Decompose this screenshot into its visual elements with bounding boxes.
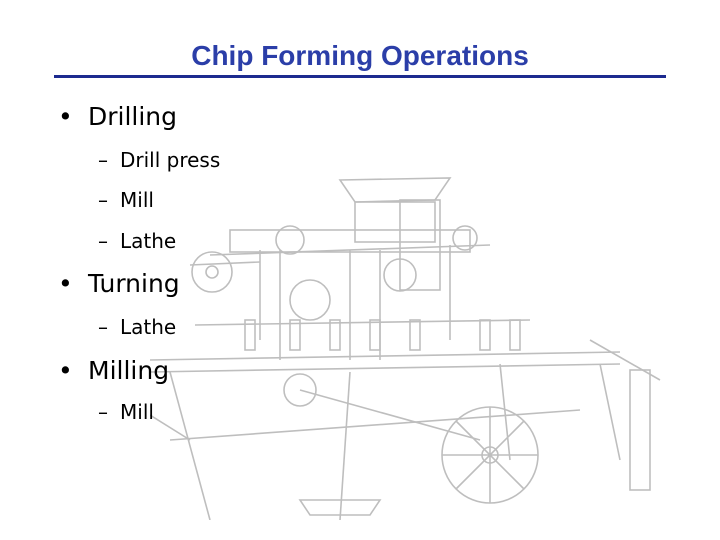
slide-title: Chip Forming Operations	[191, 40, 529, 71]
sub-item-lathe: –Lathe	[98, 229, 176, 253]
sub-marker: –	[98, 400, 108, 424]
bullet-item-milling: • Milling	[58, 356, 169, 385]
bullet-marker: •	[58, 356, 73, 385]
sub-item-label: Mill	[120, 188, 154, 212]
sub-marker: –	[98, 229, 108, 253]
bullet-label: Drilling	[88, 102, 178, 131]
sub-item-lathe: –Lathe	[98, 315, 176, 339]
sub-item-mill: –Mill	[98, 400, 154, 424]
bullet-marker: •	[58, 269, 73, 298]
bullet-label: Turning	[88, 269, 180, 298]
sub-marker: –	[98, 148, 108, 172]
machine-drawing-background	[150, 177, 661, 520]
sub-item-label: Drill press	[120, 148, 221, 172]
bullet-item-turning: • Turning	[58, 269, 180, 298]
title-underline	[54, 75, 666, 78]
bullet-marker: •	[58, 102, 73, 131]
sub-item-label: Mill	[120, 400, 154, 424]
sub-marker: –	[98, 315, 108, 339]
sub-item-mill: –Mill	[98, 188, 154, 212]
bullet-item-drilling: • Drilling	[58, 102, 177, 131]
sub-item-label: Lathe	[120, 229, 177, 253]
sub-item-drill-press: –Drill press	[98, 148, 220, 172]
bullet-label: Milling	[88, 356, 170, 385]
sub-marker: –	[98, 188, 108, 212]
sub-item-label: Lathe	[120, 315, 177, 339]
